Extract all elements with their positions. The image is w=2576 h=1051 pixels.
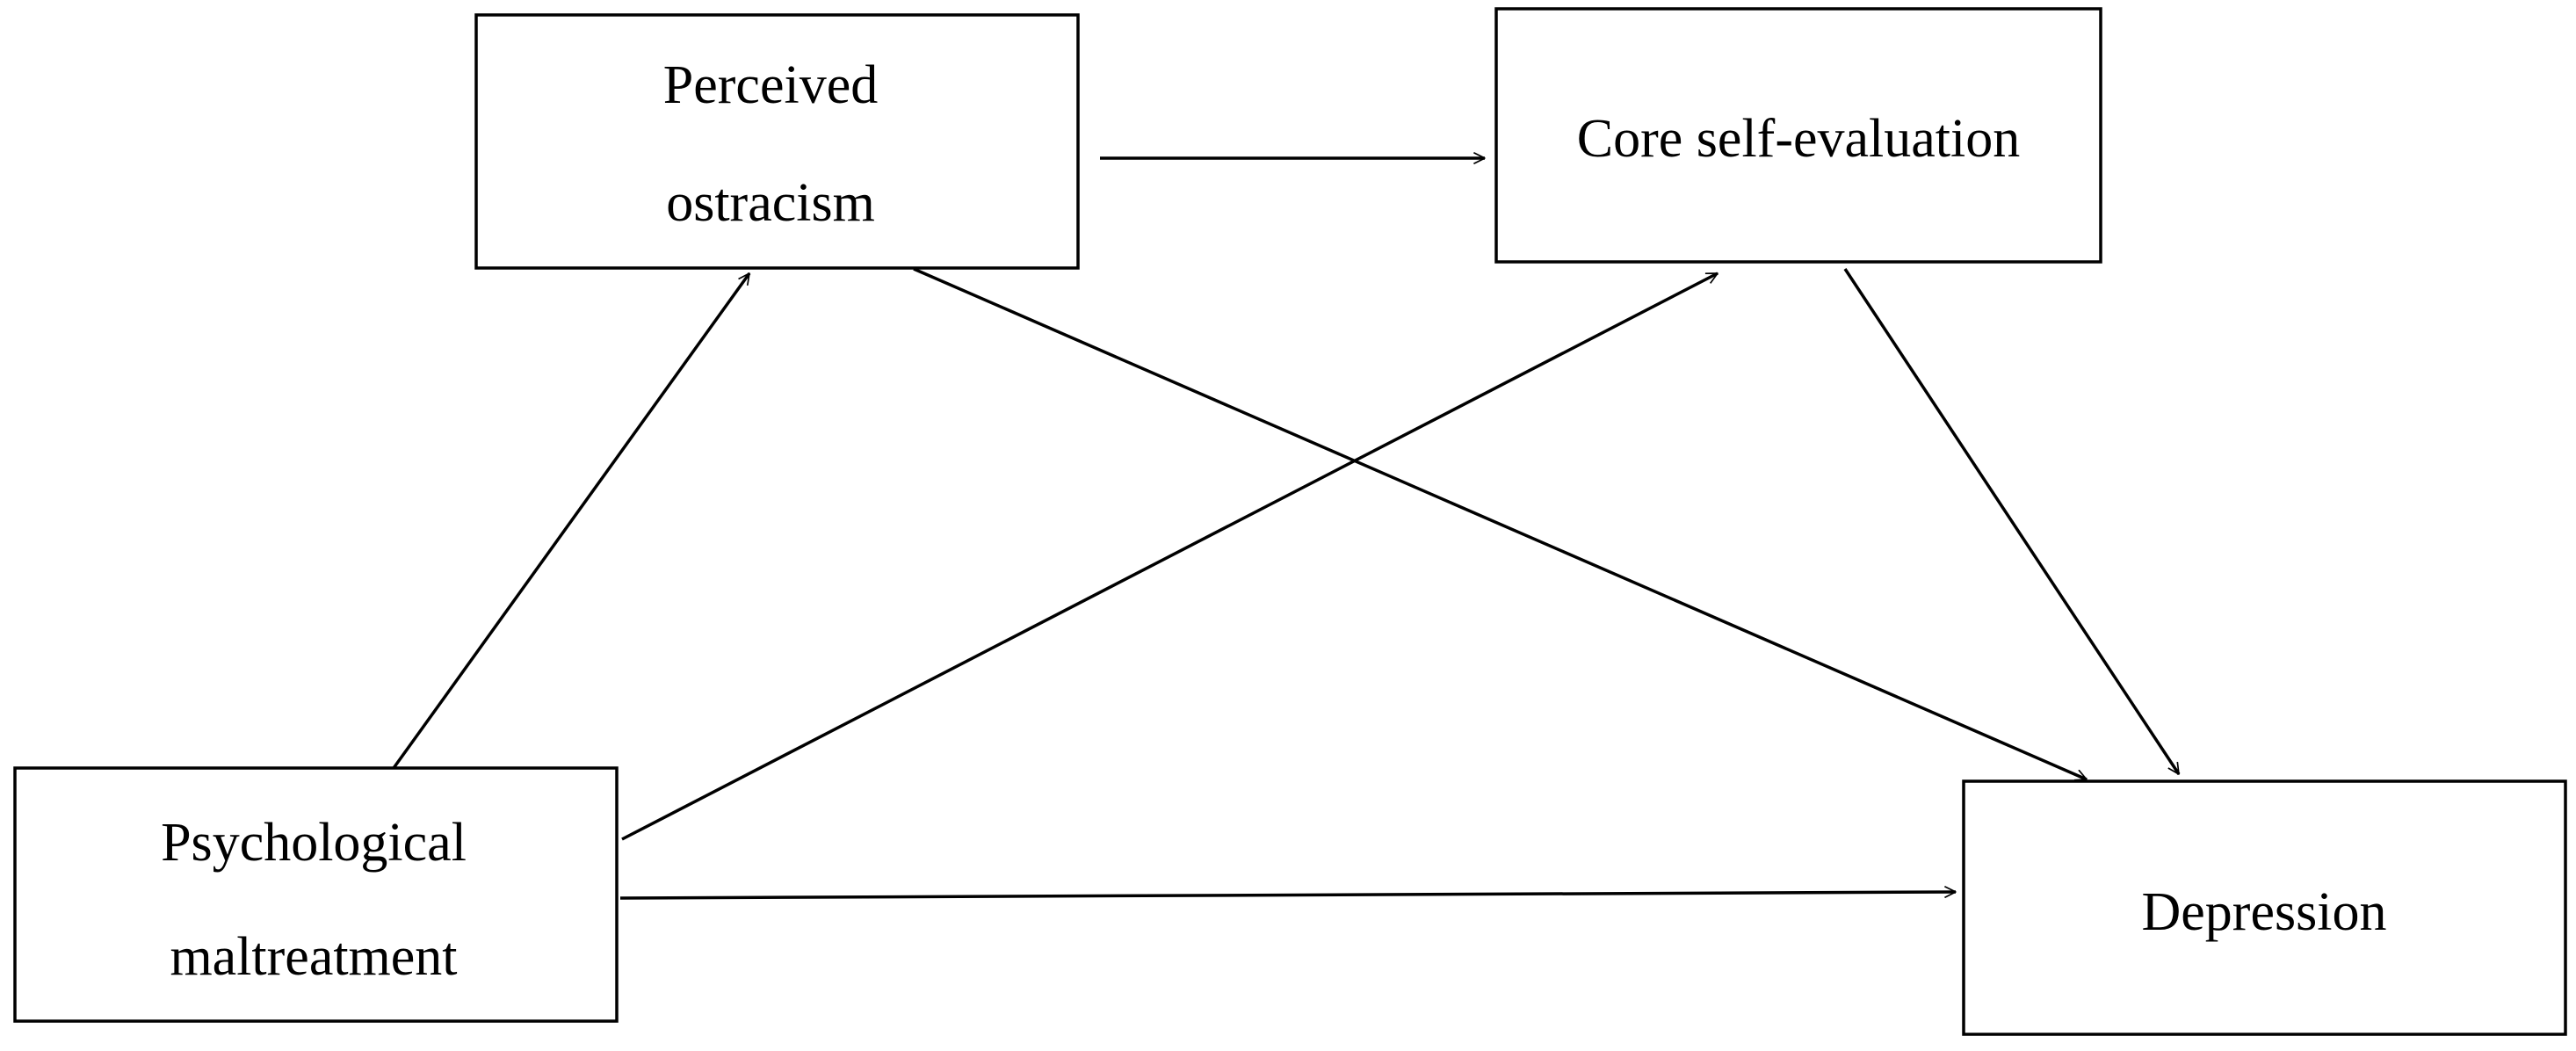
edge-ostracism-to-depression [913, 267, 2087, 781]
node-core-self-evaluation: Core self-evaluation [1494, 7, 2102, 264]
edge-maltreatment-to-ostracism [392, 273, 751, 770]
edges [392, 158, 2181, 900]
node-psychological-maltreatment: Psychological maltreatment [13, 766, 619, 1023]
node-label-line: ostracism [666, 173, 875, 233]
edge-maltreatment-to-depression [619, 892, 1956, 900]
node-label-line: Psychological [161, 813, 467, 873]
node-box [1494, 7, 2102, 264]
node-box [13, 766, 619, 1023]
node-box [1962, 779, 2567, 1036]
node-label-line: maltreatment [170, 927, 457, 987]
node-depression: Depression [1962, 779, 2567, 1036]
edge-core-to-depression [1843, 268, 2181, 774]
edge-maltreatment-to-core [621, 272, 1718, 841]
node-perceived-ostracism: Perceived ostracism [474, 13, 1080, 270]
node-label-line: Depression [2142, 882, 2387, 942]
node-box [474, 13, 1080, 270]
node-label-line: Core self-evaluation [1577, 109, 2020, 169]
node-label-line: Perceived [663, 55, 878, 115]
